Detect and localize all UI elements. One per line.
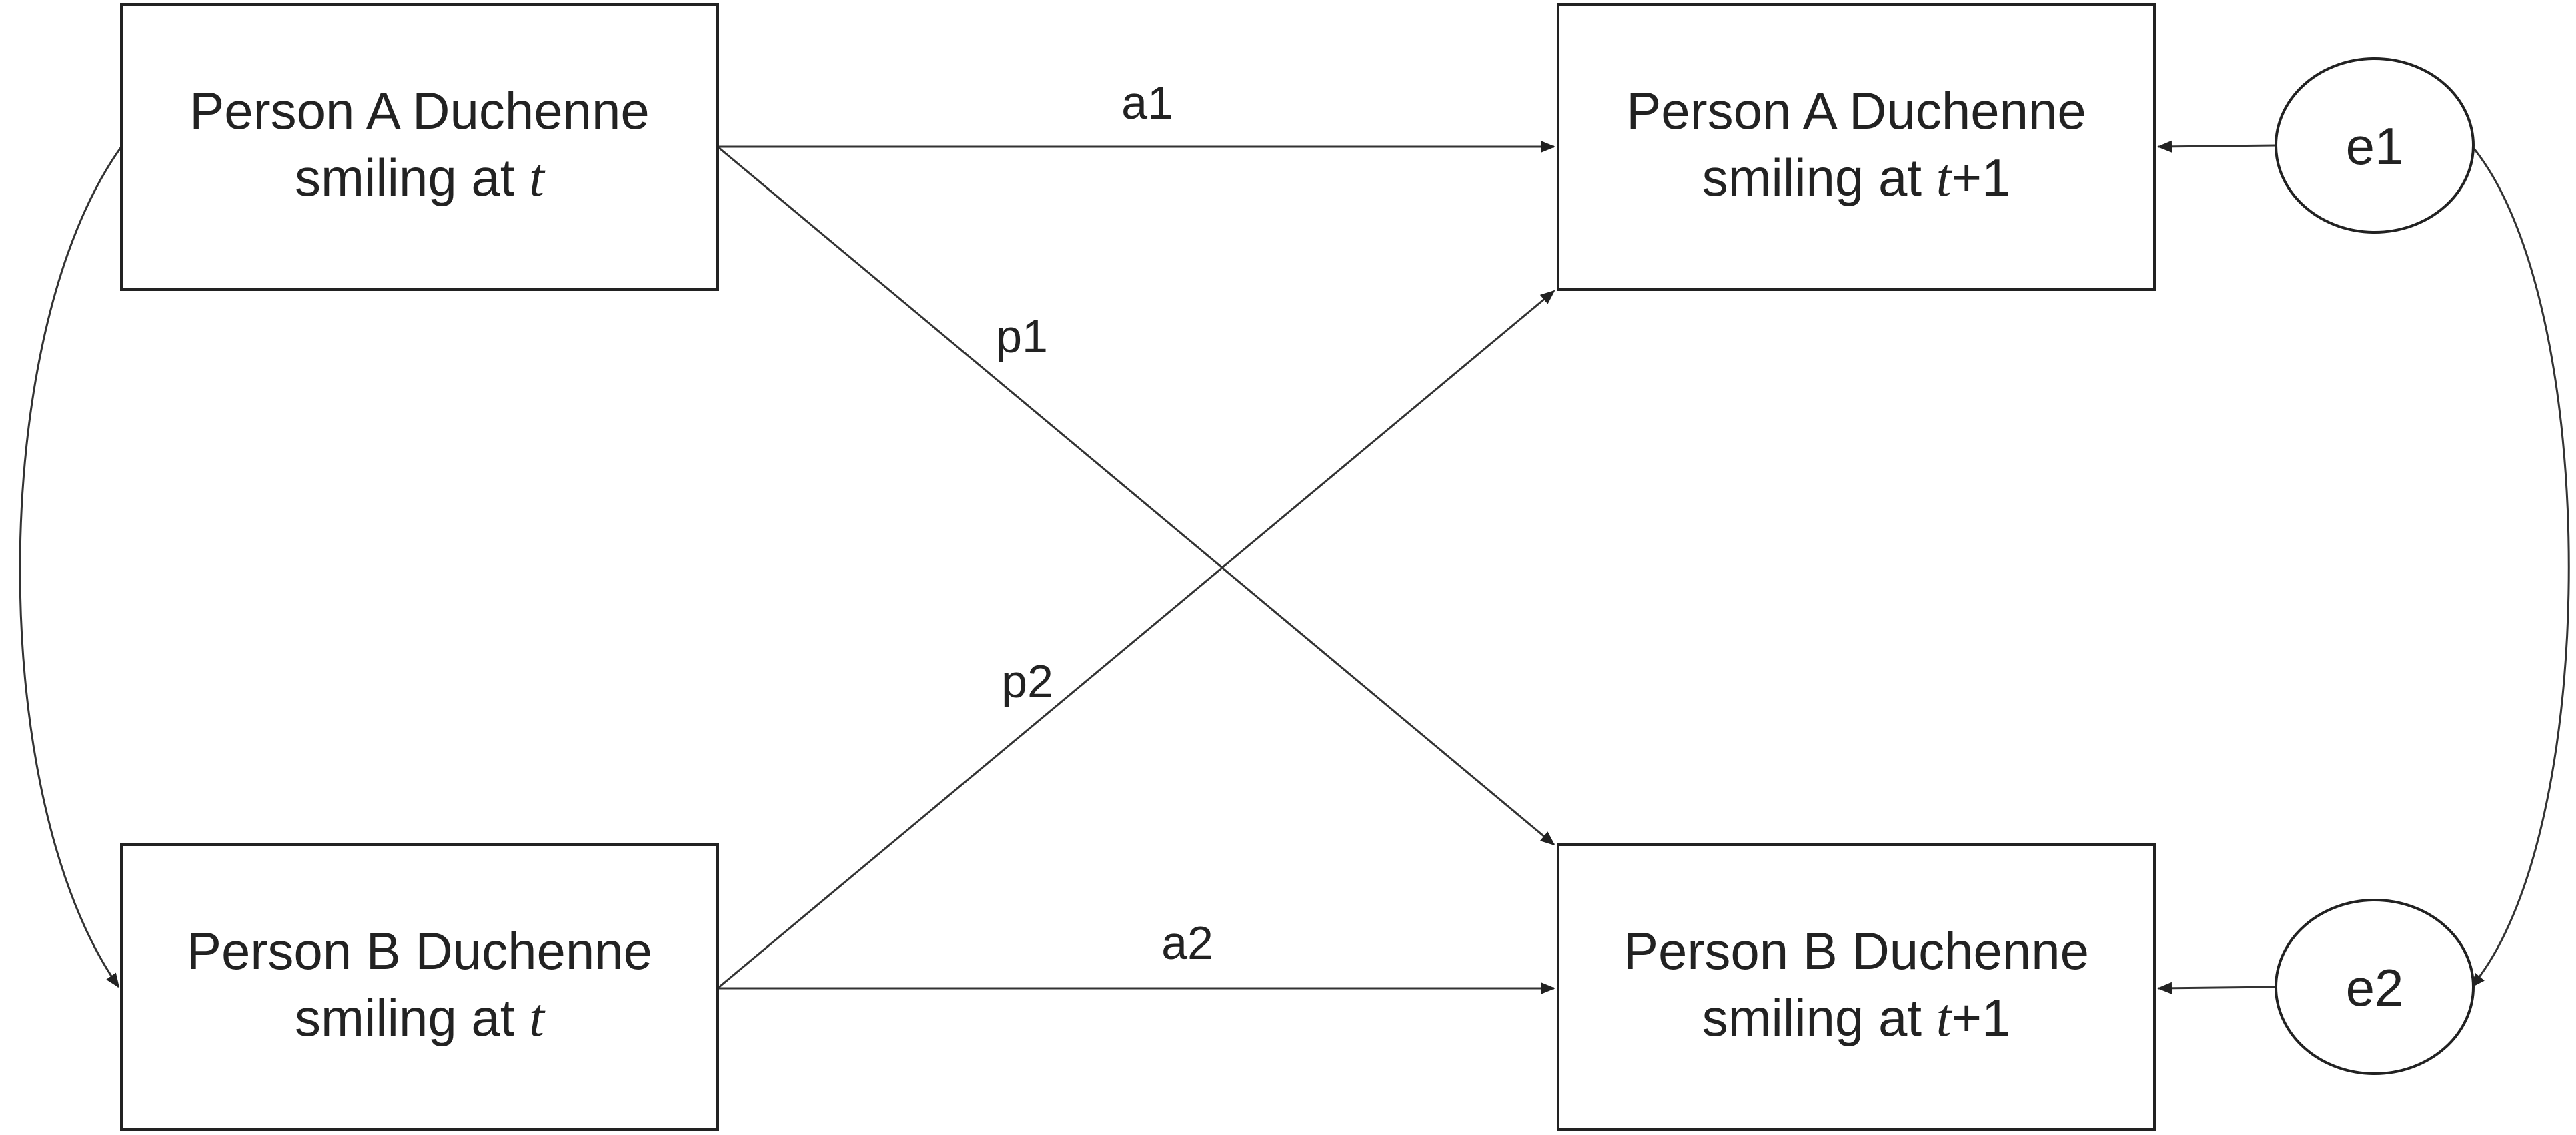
error-e1-circle: e1 <box>2275 57 2475 234</box>
box-person-a-at-t: Person A Duchenne smiling at t <box>120 3 719 291</box>
error-e2-label: e2 <box>2346 958 2404 1017</box>
box-person-b-at-t-plus-1-line1: Person B Duchenne <box>1624 921 2089 980</box>
e2-to-b-t1-arrow <box>2157 982 2277 994</box>
path-p2-arrow <box>717 290 1555 990</box>
e1-to-a-t1-arrow <box>2157 140 2277 153</box>
box-person-b-at-t-plus-1-line2: smiling at t+1 <box>1702 987 2011 1048</box>
error-e1-label: e1 <box>2346 117 2404 175</box>
covariance-a-b-curve <box>19 146 123 988</box>
path-label-a1: a1 <box>1121 77 1173 129</box>
box-person-a-at-t-plus-1-line2: smiling at t+1 <box>1702 147 2011 208</box>
covariance-e1-e2-curve <box>2470 145 2570 988</box>
box-person-a-at-t-plus-1-line1: Person A Duchenne <box>1626 81 2086 140</box>
path-p1-arrow <box>717 145 1555 846</box>
box-person-b-at-t-line2: smiling at t <box>295 987 546 1048</box>
box-person-a-at-t-line2: smiling at t <box>295 147 546 208</box>
path-label-a2: a2 <box>1161 917 1213 969</box>
box-person-b-at-t-line1: Person B Duchenne <box>187 921 652 980</box>
box-person-b-at-t-plus-1: Person B Duchenne smiling at t+1 <box>1557 843 2156 1131</box>
box-person-a-at-t-plus-1: Person A Duchenne smiling at t+1 <box>1557 3 2156 291</box>
path-label-p1: p1 <box>996 310 1048 362</box>
box-person-b-at-t: Person B Duchenne smiling at t <box>120 843 719 1131</box>
path-label-p2: p2 <box>1001 655 1053 707</box>
error-e2-circle: e2 <box>2275 899 2475 1075</box>
box-person-a-at-t-line1: Person A Duchenne <box>189 81 650 140</box>
